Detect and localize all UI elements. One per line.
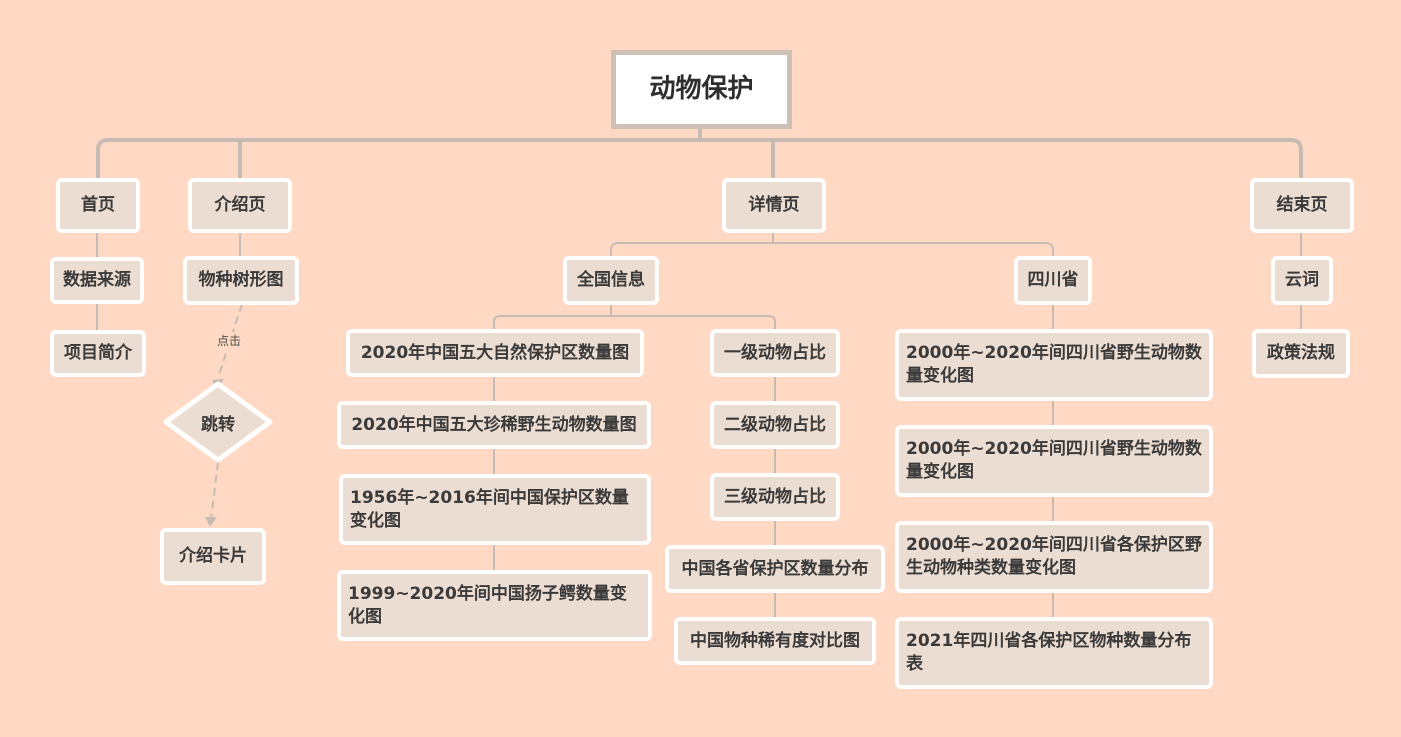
national-right-1[interactable]: 一级动物占比 [710,329,840,377]
national-left-2[interactable]: 2020年中国五大珍稀野生动物数量图 [337,401,651,449]
intro-tree-node[interactable]: 物种树形图 [183,256,299,305]
end-child-word-cloud[interactable]: 云词 [1271,256,1333,305]
national-left-3[interactable]: 1956年~2016年间中国保护区数量变化图 [339,474,651,545]
link-national-split [493,303,776,330]
detail-node[interactable]: 详情页 [722,178,826,233]
national-right-4[interactable]: 中国各省保护区数量分布 [665,545,885,593]
intro-card-node[interactable]: 介绍卡片 [160,528,266,585]
home-child-data-source[interactable]: 数据来源 [50,257,144,304]
link-decision-card [210,461,219,521]
sichuan-item-1[interactable]: 2000年~2020年间四川省野生动物数量变化图 [895,329,1213,401]
root-node[interactable]: 动物保护 [611,50,792,129]
decision-diamond [163,381,273,463]
end-child-policy[interactable]: 政策法规 [1252,329,1350,378]
sichuan-item-3[interactable]: 2000年~2020年间四川省各保护区野生动物种类数量变化图 [895,521,1213,593]
home-child-project-intro[interactable]: 项目简介 [50,330,146,377]
sichuan-node[interactable]: 四川省 [1014,256,1092,305]
national-left-4[interactable]: 1999~2020年间中国扬子鳄数量变化图 [337,570,652,641]
sichuan-item-2[interactable]: 2000年~2020年间四川省野生动物数量变化图 [895,425,1213,497]
edge-label-click: 点击 [215,332,244,349]
sichuan-item-4[interactable]: 2021年四川省各保护区物种数量分布表 [895,617,1213,689]
link-bus [96,138,1303,182]
national-right-5[interactable]: 中国物种稀有度对比图 [674,617,876,665]
national-left-1[interactable]: 2020年中国五大自然保护区数量图 [346,329,644,377]
intro-node[interactable]: 介绍页 [188,178,292,233]
national-right-3[interactable]: 三级动物占比 [710,473,840,521]
arrowhead-card [205,517,217,527]
end-node[interactable]: 结束页 [1250,178,1354,233]
decision-label[interactable]: 跳转 [201,414,235,435]
link-detail-split [610,231,1054,258]
national-right-2[interactable]: 二级动物占比 [710,401,840,449]
home-node[interactable]: 首页 [56,178,140,233]
national-node[interactable]: 全国信息 [563,256,659,305]
